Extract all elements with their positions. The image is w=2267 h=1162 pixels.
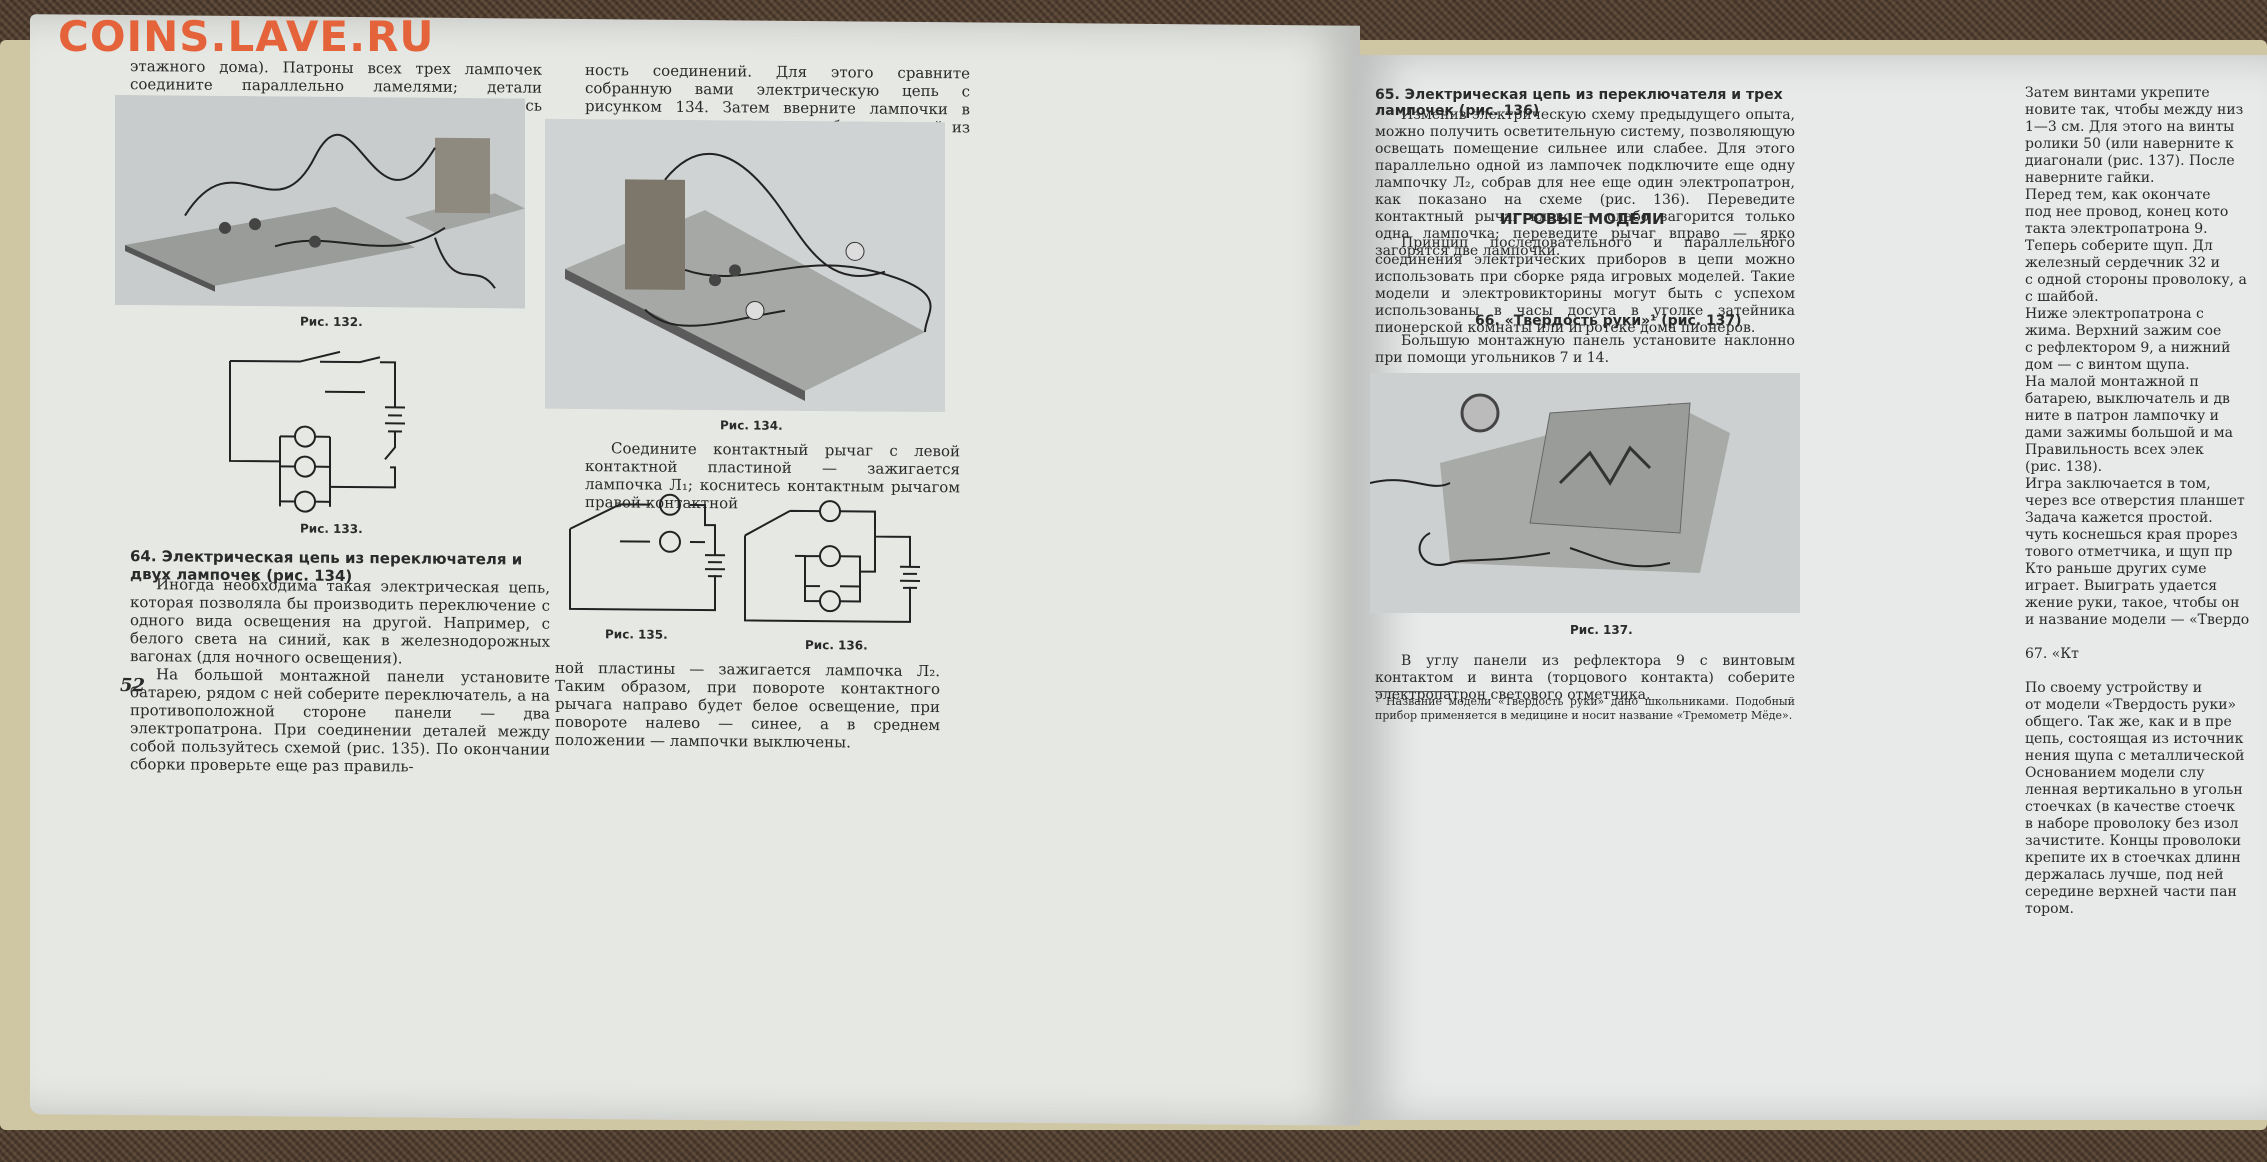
section-65-heading: 65. Электрическая цепь из переключателя … xyxy=(1375,87,1783,119)
text-line: Кто раньше других суме xyxy=(2025,561,2207,577)
paragraph: На большой монтажной панели установите б… xyxy=(130,665,550,776)
text-line: чуть коснешься края прорез xyxy=(2025,527,2238,543)
text-line: наверните гайки. xyxy=(2025,170,2155,186)
right-page: 65. Электрическая цепь из переключателя … xyxy=(1355,55,2267,1120)
photo-fig-137 xyxy=(1370,373,1800,613)
games-text: Принцип последовательного и параллельног… xyxy=(1375,235,1795,337)
section-65-text: Изменив электрическую схему предыдущего … xyxy=(1375,107,1795,260)
text-line: ролики 50 (или наверните к xyxy=(2025,136,2234,152)
col2-bottom-text: ной пластины — зажигается лампочка Л₂. Т… xyxy=(555,659,940,752)
footnote: ¹ Название модели «Твердость руки» дано … xyxy=(1375,695,1795,722)
text-line: тором. xyxy=(2025,901,2074,917)
paragraph: Изменив электрическую схему предыдущего … xyxy=(1375,107,1795,259)
text-line: цепь, состоящая из источник xyxy=(2025,731,2244,747)
text-line: По своему устройству и xyxy=(2025,680,2203,696)
text-line: стоечках (в качестве стоечк xyxy=(2025,799,2235,815)
games-heading: ИГРОВЫЕ МОДЕЛИ xyxy=(1500,210,1665,228)
text-line: через все отверстия планшет xyxy=(2025,493,2245,509)
text-line: Перед тем, как окончате xyxy=(2025,187,2211,203)
section-66-heading: 66. «Твердость руки»¹ (рис. 137) xyxy=(1475,313,1742,329)
text-line: ните в патрон лампочку и xyxy=(2025,408,2219,424)
caption-fig-133: Рис. 133. xyxy=(300,521,363,537)
text-line: нения щупа с металлической xyxy=(2025,748,2245,764)
text-line: железный сердечник 32 и xyxy=(2025,255,2220,271)
photo-fig-134 xyxy=(545,118,945,413)
text-line: Задача кажется простой. xyxy=(2025,510,2213,526)
page-number: 52 xyxy=(120,674,146,697)
diagram-fig-135 xyxy=(560,489,730,620)
text-line: с шайбой. xyxy=(2025,289,2099,305)
text-line: жение руки, такое, чтобы он xyxy=(2025,595,2240,611)
caption-fig-137: Рис. 137. xyxy=(1570,623,1633,637)
text-line: На малой монтажной п xyxy=(2025,374,2199,390)
text-line: Игра заключается в том, xyxy=(2025,476,2211,492)
paragraph: В углу панели из рефлектора 9 с винтовым… xyxy=(1375,653,1795,703)
text-line: ленная вертикально в угольн xyxy=(2025,782,2243,798)
text-line: 1—3 см. Для этого на винты xyxy=(2025,119,2235,135)
text-line: диагонали (рис. 137). После xyxy=(2025,153,2235,169)
text-line: с рефлектором 9, а нижний xyxy=(2025,340,2231,356)
text-line: 67. «Кт xyxy=(2025,646,2079,662)
text-line: середине верхней части пан xyxy=(2025,884,2237,900)
text-line: дами зажимы большой и ма xyxy=(2025,425,2233,441)
diagram-fig-136 xyxy=(735,490,925,632)
text-line: Затем винтами укрепите xyxy=(2025,85,2210,101)
text-line: зачистите. Концы проволоки xyxy=(2025,833,2242,849)
paragraph: ной пластины — зажигается лампочка Л₂. Т… xyxy=(555,658,940,752)
paragraph: Большую монтажную панель установите накл… xyxy=(1375,333,1795,366)
text-line: в наборе проволоку без изол xyxy=(2025,816,2239,832)
paragraph: Принцип последовательного и параллельног… xyxy=(1375,235,1795,336)
section-66-text-1: Большую монтажную панель установите накл… xyxy=(1375,333,1795,367)
caption-fig-136: Рис. 136. xyxy=(805,637,868,653)
text-line: такта электропатрона 9. xyxy=(2025,221,2208,237)
photo-fig-132 xyxy=(115,94,525,309)
text-line: под нее провод, конец кото xyxy=(2025,204,2229,220)
section-64-text: Иногда необходима такая электрическая це… xyxy=(130,575,550,777)
text-line xyxy=(2025,663,2267,680)
caption-fig-135: Рис. 135. xyxy=(605,627,668,642)
text-line: и название модели — «Твердо xyxy=(2025,612,2250,628)
left-page: этажного дома). Патроны всех трех лампоч… xyxy=(30,14,1360,1126)
caption-fig-134: Рис. 134. xyxy=(720,418,783,433)
text-line: общего. Так же, как и в пре xyxy=(2025,714,2232,730)
text-line: с одной стороны проволоку, а xyxy=(2025,272,2247,288)
text-line: играет. Выиграть удается xyxy=(2025,578,2218,594)
text-line: Правильность всех элек xyxy=(2025,442,2204,458)
text-line: от модели «Твердость руки» xyxy=(2025,697,2237,713)
text-line: жима. Верхний зажим сое xyxy=(2025,323,2222,339)
text-line: держалась лучше, под ней xyxy=(2025,867,2224,883)
section-66-text-2: В углу панели из рефлектора 9 с винтовым… xyxy=(1375,653,1795,704)
watermark: COINS.LAVE.RU xyxy=(58,12,435,61)
text-line: дом — с винтом щупа. xyxy=(2025,357,2190,373)
text-line: Основанием модели слу xyxy=(2025,765,2205,781)
text-line: новите так, чтобы между низ xyxy=(2025,102,2244,118)
footnote-rule xyxy=(1375,691,1455,692)
text-line: тового отметчика, и щуп пр xyxy=(2025,544,2233,560)
text-line xyxy=(2025,629,2267,646)
text-line: Ниже электропатрона с xyxy=(2025,306,2204,322)
text-line: Теперь соберите щуп. Дл xyxy=(2025,238,2213,254)
text-line: батарею, выключатель и дв xyxy=(2025,391,2230,407)
text-line: (рис. 138). xyxy=(2025,459,2103,475)
caption-fig-132: Рис. 132. xyxy=(300,314,363,330)
paragraph: Иногда необходима такая электрическая це… xyxy=(130,575,550,668)
diagram-fig-133 xyxy=(220,346,440,518)
text-line: крепите их в стоечках длинн xyxy=(2025,850,2241,866)
